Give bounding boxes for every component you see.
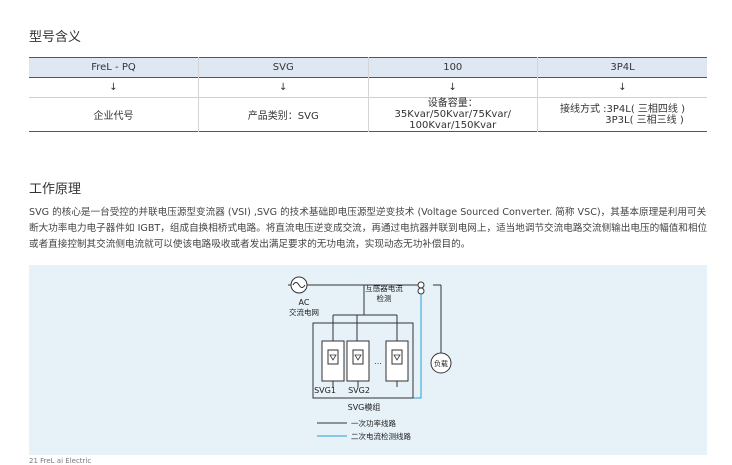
- down-arrow-icon: ↓: [29, 77, 199, 98]
- units-ellipsis: ...: [374, 357, 382, 366]
- current-transformer-icon: [417, 281, 425, 295]
- principle-paragraph: SVG 的核心是一台受控的并联电压源型变流器 (VSI) ,SVG 的技术基础即…: [29, 207, 708, 250]
- legend-power-label: 一次功率线路: [351, 418, 396, 428]
- svg-module-frame: [312, 322, 414, 399]
- down-arrow-icon: ↓: [198, 77, 369, 98]
- header-wiring: 3P4L: [610, 62, 635, 73]
- section-title-model: 型号含义: [29, 30, 82, 45]
- header-company: FreL - PQ: [29, 57, 199, 78]
- header-category: SVG: [198, 57, 369, 78]
- load-icon: [430, 352, 452, 374]
- capacity-line-2: 100Kvar/150Kvar: [409, 120, 497, 131]
- wiring-line-1: 接线方式 :3P4L( 三相四线 ): [559, 103, 686, 115]
- header-capacity: 100: [368, 57, 538, 78]
- page-footer: 21 FreL ai Electric: [29, 457, 92, 465]
- load-label: 负载: [434, 359, 448, 368]
- capacity-line-1: 设备容量：35Kvar/50Kvar/75Kvar/: [394, 98, 511, 120]
- ac-label: AC: [299, 298, 310, 307]
- ct-label-line-2: 检测: [377, 293, 392, 303]
- down-arrow-icon: ↓: [368, 77, 538, 98]
- table-header-row: FreL - PQ SVG 100 3P4L: [29, 57, 707, 78]
- module-label: SVG模组: [348, 402, 381, 412]
- cell-wiring: 接线方式 :3P4L( 三相四线 ) 3P3L( 三相三线 ): [538, 98, 708, 132]
- wiring-line-2: 3P3L( 三相三线 ): [605, 114, 684, 126]
- section-title-principle: 工作原理: [29, 182, 82, 197]
- legend-detect-label: 二次电流检测线路: [351, 431, 411, 441]
- model-meaning-table: FreL - PQ SVG 100 3P4L ↓ ↓ ↓ ↓ 企业代号 产品类别…: [29, 57, 707, 132]
- table-description-row: 企业代号 产品类别：SVG 设备容量：35Kvar/50Kvar/75Kvar/…: [29, 97, 708, 132]
- svg-circuit-diagram: AC 交流电网 互感器电流 检测 ...: [29, 265, 707, 455]
- ac-source-icon: [290, 276, 308, 294]
- svg-unit-n: [385, 340, 409, 382]
- down-arrow-icon: ↓: [618, 82, 627, 93]
- cell-capacity: 设备容量：35Kvar/50Kvar/75Kvar/ 100Kvar/150Kv…: [368, 97, 538, 132]
- ct-label-line-1: 互感器电流: [365, 283, 403, 293]
- cell-company-code: 企业代号: [29, 97, 199, 132]
- cell-product-category: 产品类别：SVG: [198, 97, 369, 132]
- grid-label: 交流电网: [289, 307, 319, 317]
- table-arrow-row: ↓ ↓ ↓ ↓: [29, 77, 707, 98]
- svg1-label: SVG1: [314, 386, 336, 395]
- svg2-label: SVG2: [348, 386, 370, 395]
